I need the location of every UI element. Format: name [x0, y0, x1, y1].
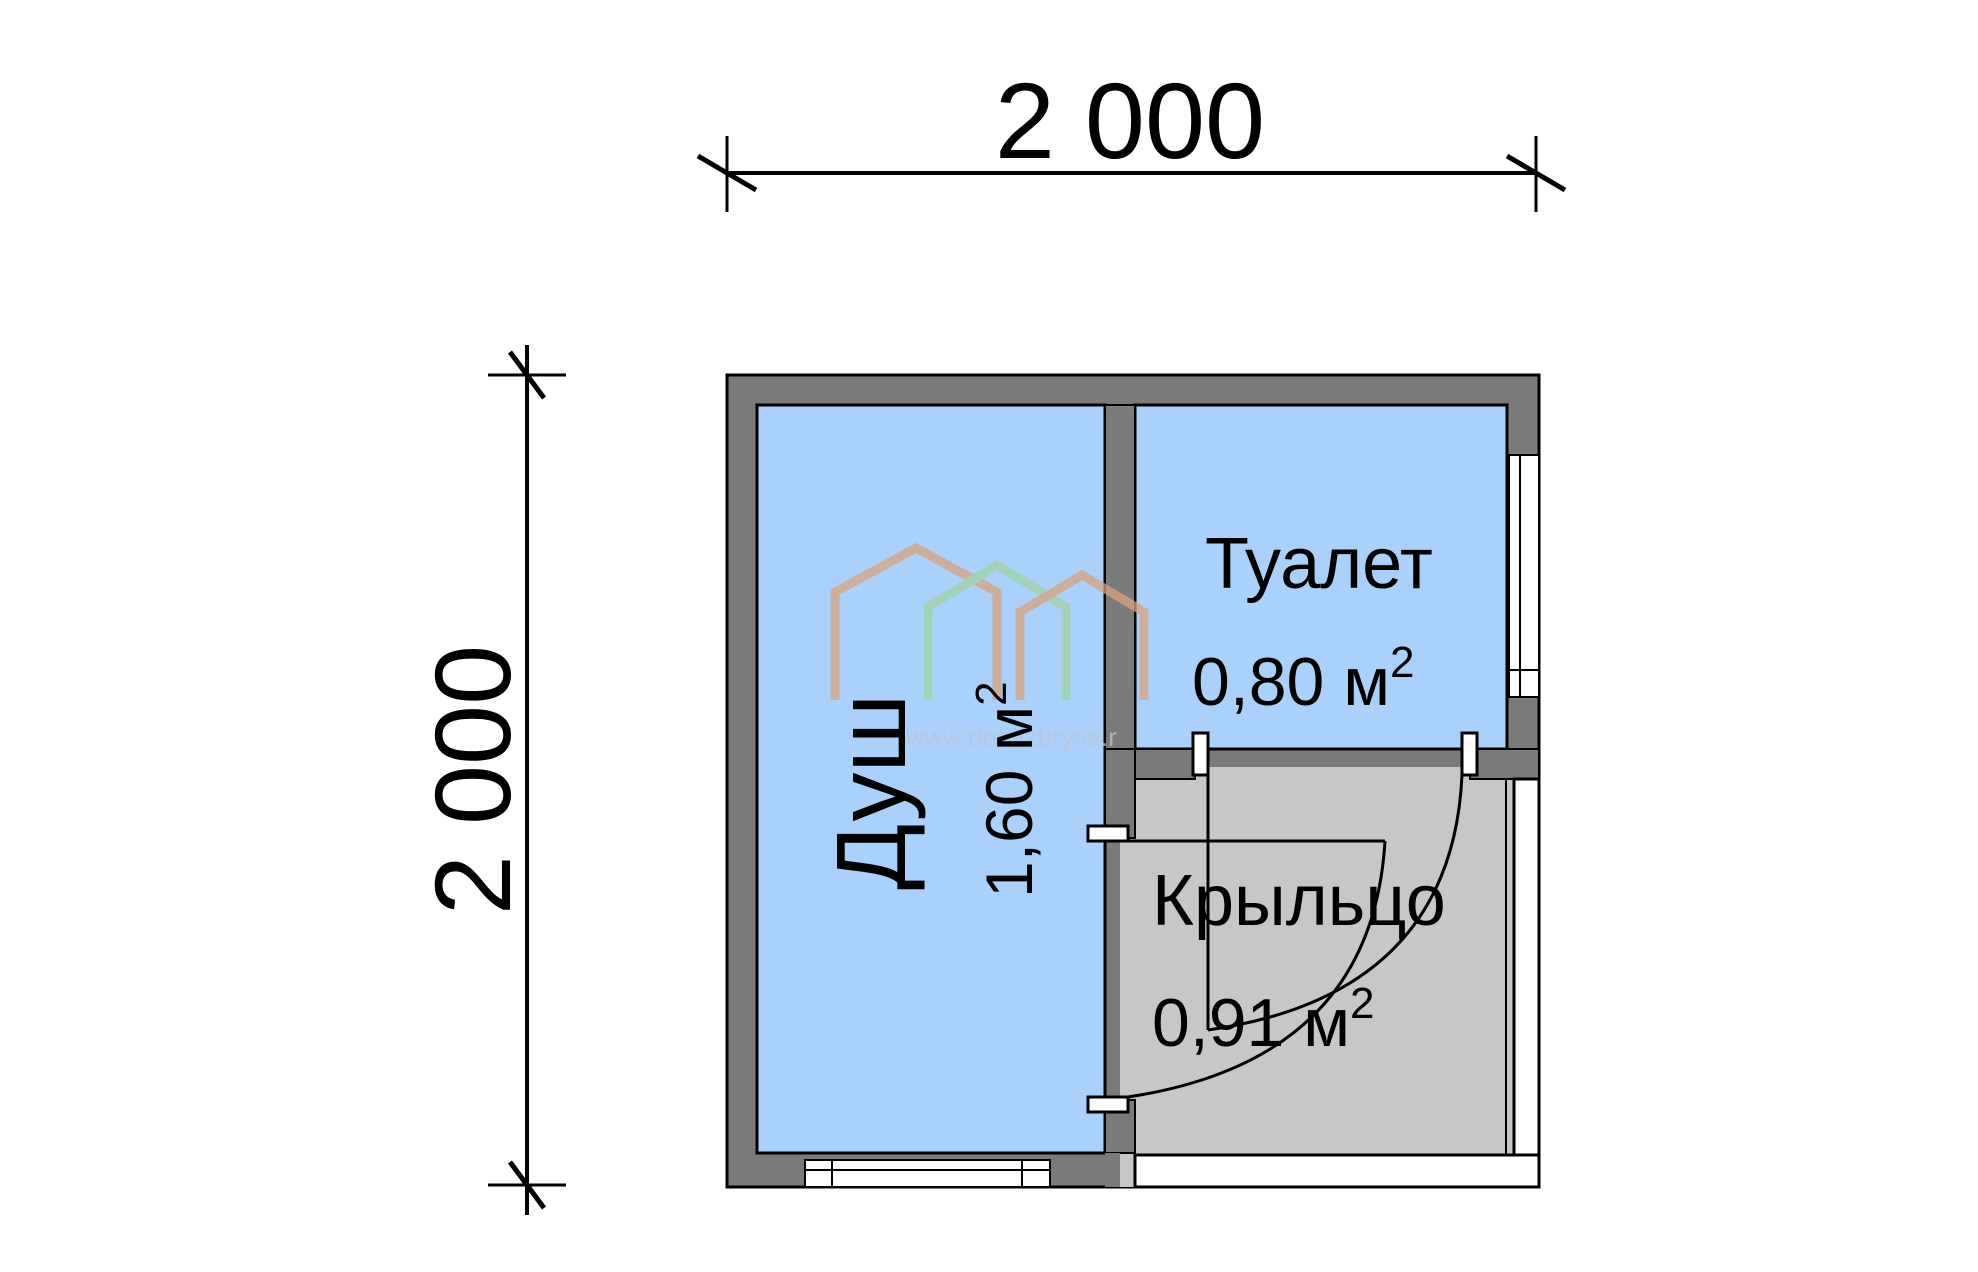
shower-name: Душ [816, 694, 926, 890]
toilet-area: 0,80 м2 [1192, 638, 1414, 720]
watermark-house-icon [830, 542, 1002, 700]
width-dimension: 2 000 [696, 60, 1567, 212]
porch-label: Крыльцо 0,91 м2 [1152, 861, 1446, 1061]
shower-area: 1,60 м2 [967, 681, 1046, 898]
shower-room [755, 403, 1107, 1155]
shower-label: Душ 1,60 м2 [816, 681, 1046, 898]
watermark-text: www.domizbrysa.r [905, 722, 1117, 752]
toilet-label: Туалет 0,80 м2 [1192, 524, 1433, 720]
toilet-room [1133, 403, 1509, 751]
watermark-house-icon [923, 559, 1071, 700]
watermark-house-icon [1015, 569, 1149, 700]
height-dimension: 2 000 [412, 345, 566, 1215]
height-dimension-label: 2 000 [412, 645, 533, 915]
porch-name: Крыльцо [1152, 861, 1446, 941]
watermark: www.domizbrysa.r [830, 542, 1149, 752]
porch-area [1120, 767, 1514, 1187]
porch-area: 0,91 м2 [1152, 979, 1374, 1061]
toilet-window [1508, 454, 1540, 698]
shower-door [1086, 824, 1387, 1114]
toilet-name: Туалет [1205, 524, 1433, 604]
toilet-door [1191, 731, 1479, 1032]
building [725, 373, 1541, 1189]
width-dimension-label: 2 000 [995, 60, 1265, 181]
shower-window [804, 1159, 1051, 1188]
